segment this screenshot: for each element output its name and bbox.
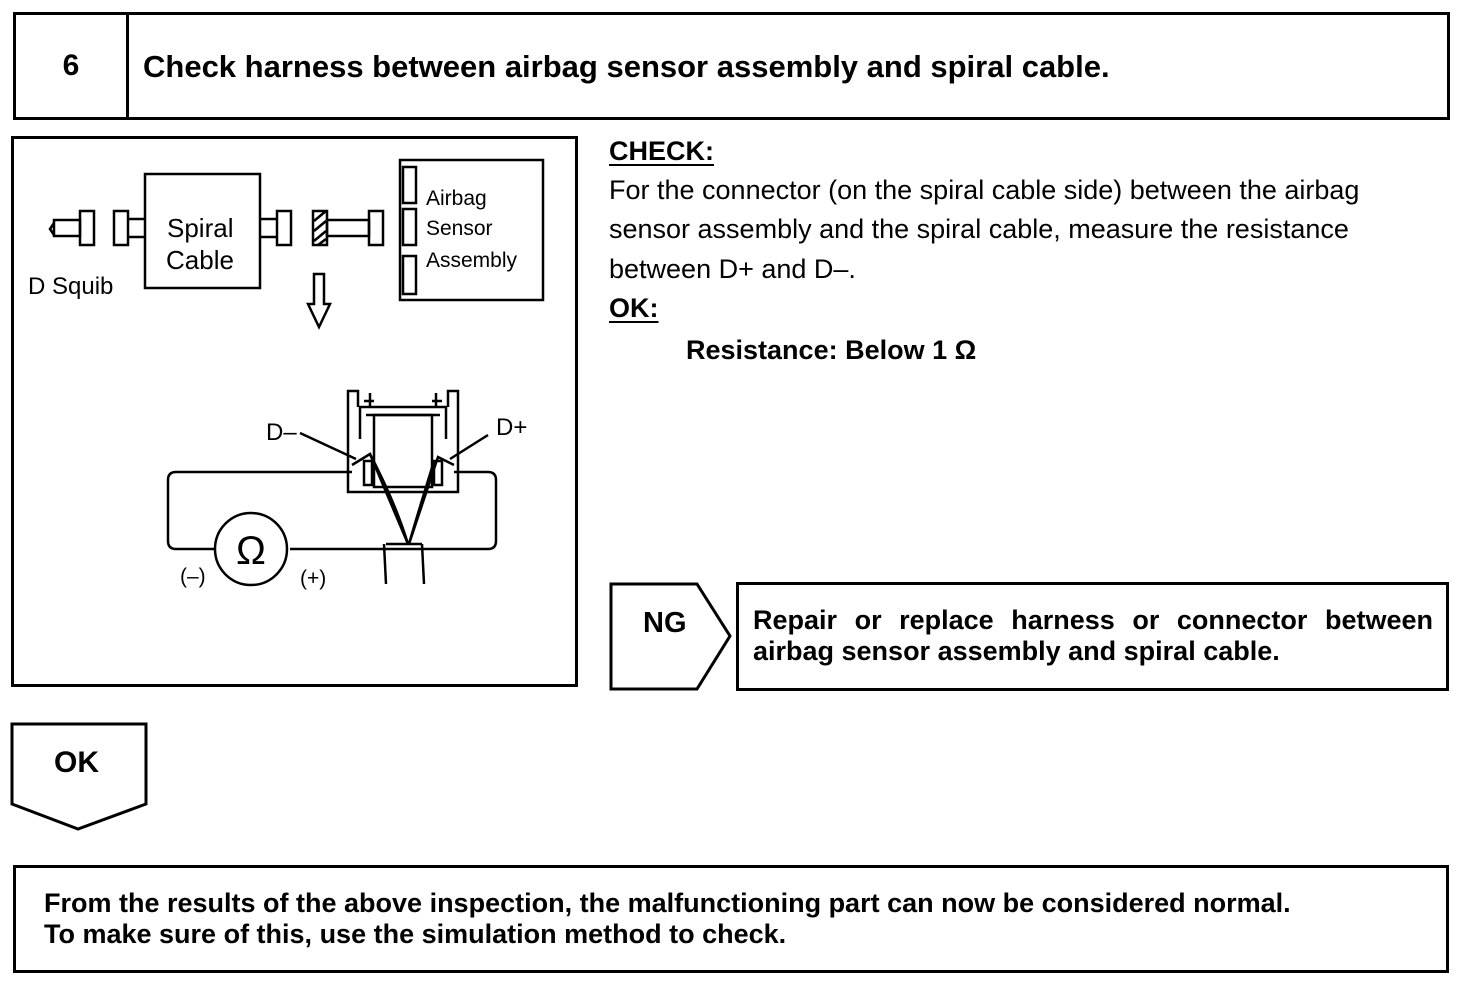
connector-illustration: Spiral Cable D Squib Airbag Sensor Assem… xyxy=(28,158,545,590)
resistance-spec: Resistance: Below 1 Ω xyxy=(686,335,977,365)
negative-terminal-label: (–) xyxy=(180,565,206,588)
negative-probe-icon xyxy=(351,452,410,545)
ok-heading: OK: xyxy=(609,293,659,323)
result-line-1: From the results of the above inspection… xyxy=(44,888,1291,918)
ng-arrow-tag xyxy=(609,582,732,691)
d-plus-label: D+ xyxy=(496,414,527,441)
result-line-2: To make sure of this, use the simulation… xyxy=(44,919,787,949)
spiral-cable-label-1: Spiral xyxy=(167,213,233,243)
ok-arrow-tag xyxy=(10,722,148,831)
circuit-wire-right xyxy=(290,470,498,551)
squib-plug-icon xyxy=(48,222,56,236)
airbag-sensor-label-3: Assembly xyxy=(426,249,518,272)
down-arrow-icon xyxy=(306,272,332,330)
airbag-sensor-label-2: Sensor xyxy=(426,217,493,240)
spiral-cable-label-2: Cable xyxy=(166,245,234,275)
check-heading: CHECK: xyxy=(609,136,714,166)
circuit-wire-left xyxy=(166,470,352,551)
check-line-1: For the connector (on the spiral cable s… xyxy=(609,175,1360,205)
step-header: 6 Check harness between airbag sensor as… xyxy=(13,12,1450,120)
step-number: 6 xyxy=(16,15,129,117)
result-box: From the results of the above inspection… xyxy=(13,865,1449,973)
check-line-3: between D+ and D–. xyxy=(609,254,856,284)
spiral-left-connector-icon xyxy=(112,209,130,247)
d-minus-leader xyxy=(299,431,357,461)
ohm-symbol: Ω xyxy=(236,529,266,573)
ng-label: NG xyxy=(643,607,687,639)
connector-closeup-icon xyxy=(346,389,460,494)
ng-action-text: Repair or replace harness or connector b… xyxy=(753,605,1433,666)
wiring-diagram: Spiral Cable D Squib Airbag Sensor Assem… xyxy=(11,136,578,687)
airbag-sensor-label-1: Airbag xyxy=(426,187,487,210)
step-title: Check harness between airbag sensor asse… xyxy=(143,49,1110,84)
spiral-cable-block xyxy=(143,172,262,290)
d-squib-label: D Squib xyxy=(28,273,113,300)
ng-action-box: Repair or replace harness or connector b… xyxy=(736,582,1449,691)
positive-terminal-label: (+) xyxy=(300,567,326,590)
spiral-right-connector-icon xyxy=(275,209,293,247)
d-plus-leader xyxy=(449,433,489,461)
d-minus-label: D– xyxy=(266,419,297,446)
ohmmeter-icon xyxy=(213,511,289,587)
ok-label: OK xyxy=(54,746,99,779)
airbag-sensor-block xyxy=(398,158,545,302)
check-line-2: sensor assembly and the spiral cable, me… xyxy=(609,214,1349,244)
